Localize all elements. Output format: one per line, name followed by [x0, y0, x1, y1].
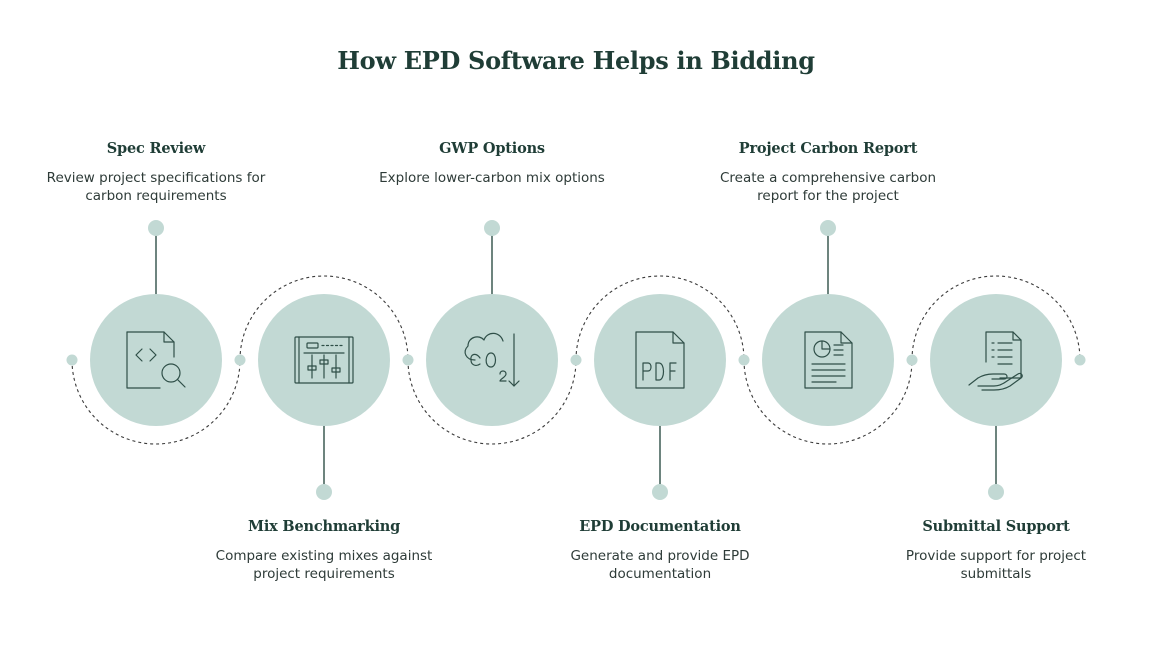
- step-1-label: Spec Review Review project specification…: [36, 140, 276, 205]
- step-description: Provide support for project submittals: [905, 548, 1087, 582]
- report-chart-icon: [804, 331, 853, 389]
- stem-end-dot: [652, 484, 668, 500]
- hand-document-icon: [968, 331, 1023, 391]
- stem-end-dot: [148, 220, 164, 236]
- connector-stems: [155, 235, 997, 485]
- step-circle-6: [930, 294, 1062, 426]
- dashed-arcs: [71, 275, 1081, 445]
- arc-3: [407, 359, 577, 445]
- junction-dot: [402, 354, 414, 366]
- step-circle-4: [594, 294, 726, 426]
- arc-6: [911, 275, 1081, 361]
- arc-1: [71, 359, 241, 445]
- step-description: Explore lower-carbon mix options: [379, 170, 605, 186]
- step-heading: Submittal Support: [922, 518, 1070, 535]
- junction-dot: [1074, 354, 1086, 366]
- step-heading: Project Carbon Report: [738, 140, 918, 157]
- step-heading: Spec Review: [106, 140, 206, 157]
- arc-4: [575, 275, 745, 361]
- co2-cloud-down-icon: [464, 332, 520, 387]
- step-description: Create a comprehensive carbon report for…: [719, 170, 937, 204]
- step-5-label: Project Carbon Report Create a comprehen…: [708, 140, 948, 205]
- step-circle-3: [426, 294, 558, 426]
- junction-dots: [66, 354, 1086, 366]
- step-description: Generate and provide EPD documentation: [570, 548, 750, 582]
- arc-2: [239, 275, 409, 361]
- junction-dot: [738, 354, 750, 366]
- stem-end-dot: [820, 220, 836, 236]
- step-circle-1: [90, 294, 222, 426]
- stem-end-dots: [148, 220, 1004, 500]
- junction-dot: [570, 354, 582, 366]
- sliders-panel-icon: [294, 336, 354, 384]
- junction-dot: [234, 354, 246, 366]
- stem-end-dot: [484, 220, 500, 236]
- step-3-label: GWP Options Explore lower-carbon mix opt…: [372, 140, 612, 187]
- stem-end-dot: [316, 484, 332, 500]
- step-2-label: Mix Benchmarking Compare existing mixes …: [204, 518, 444, 583]
- step-description: Review project specifications for carbon…: [46, 170, 266, 204]
- step-circle-5: [762, 294, 894, 426]
- code-file-search-icon: [126, 331, 186, 389]
- stem-end-dot: [988, 484, 1004, 500]
- step-description: Compare existing mixes against project r…: [215, 548, 433, 582]
- page-title: How EPD Software Helps in Bidding: [337, 46, 815, 75]
- step-4-label: EPD Documentation Generate and provide E…: [540, 518, 780, 583]
- junction-dot: [66, 354, 78, 366]
- step-heading: EPD Documentation: [579, 518, 741, 535]
- arc-5: [743, 359, 913, 445]
- step-heading: Mix Benchmarking: [247, 518, 401, 535]
- junction-dot: [906, 354, 918, 366]
- step-heading: GWP Options: [439, 140, 545, 157]
- pdf-file-icon: [635, 331, 685, 389]
- step-6-label: Submittal Support Provide support for pr…: [876, 518, 1116, 583]
